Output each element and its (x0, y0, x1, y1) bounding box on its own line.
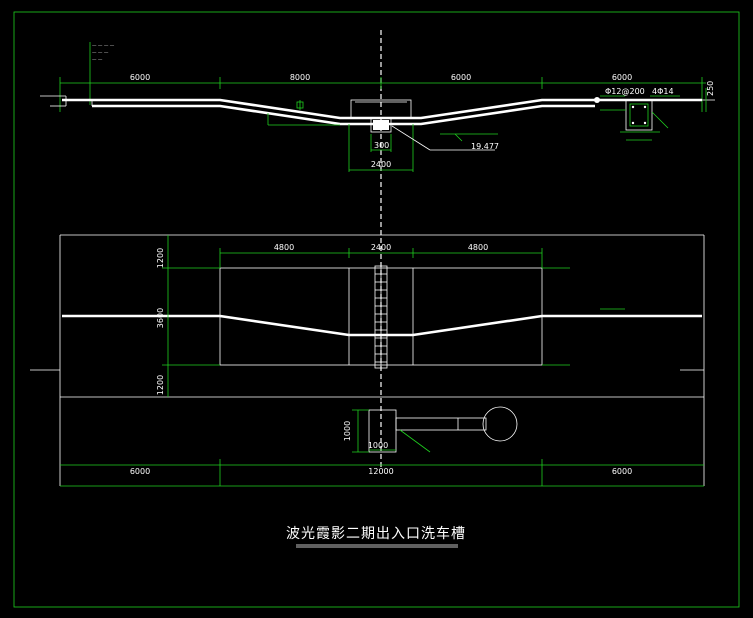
right-dim-label: 250 (706, 81, 715, 96)
section-marker (296, 101, 304, 109)
plan-bottom-dim-label: 6000 (130, 467, 150, 476)
plan-left-dim-label: 1200 (156, 375, 165, 395)
rebar-dots (631, 105, 647, 125)
pit-height-label: 1000 (343, 421, 352, 441)
plan-bottom-dim-label: 12000 (368, 467, 393, 476)
pit-leader (399, 429, 431, 453)
road-surface-bottom (92, 104, 595, 126)
plan-bottom-dim-label: 6000 (612, 467, 632, 476)
drawing-frame (13, 11, 740, 608)
plan-left-dim-label: 3600 (156, 308, 165, 328)
pit-width-label: 1000 (368, 441, 388, 450)
elevation-marker (454, 133, 463, 142)
section-dim-label: 6000 (612, 73, 632, 82)
elevation-leader (391, 125, 431, 151)
drain-pipe (395, 417, 487, 431)
rebar-left-label: Φ12@200 (605, 87, 645, 96)
plan-dim-label: 4800 (274, 243, 294, 252)
drain-pipe-icon (594, 97, 600, 103)
section-dim-label: 6000 (130, 73, 150, 82)
plan-view: 4800 2400 4800 1200 3600 1200 1000 1000 (30, 234, 705, 487)
trench-pit (370, 117, 392, 133)
section-dim-label: 6000 (451, 73, 471, 82)
section-view: — — — — — — — — — 6000 8000 6000 6000 25… (40, 42, 715, 172)
manhole-icon (482, 406, 518, 442)
detail-box (625, 99, 653, 131)
settling-pit (368, 409, 397, 453)
drawing-title: 波光霞影二期出入口洗车槽 (286, 525, 466, 542)
elevation-label: 19.477 (471, 142, 499, 151)
section-note-line: — — — (92, 51, 109, 56)
plan-left-dim-label: 1200 (156, 248, 165, 268)
pit-width-label: 300 (374, 141, 389, 150)
detail-leader (651, 111, 669, 129)
trench-fill (373, 120, 389, 130)
plan-dim-label: 2400 (371, 243, 391, 252)
detail-inner (629, 103, 649, 127)
section-note-line: — — (92, 58, 103, 63)
section-dim-label: 8000 (290, 73, 310, 82)
trench-width-label: 2400 (371, 160, 391, 169)
section-note-line: — — — — (92, 44, 115, 49)
road-surface-top (62, 98, 702, 120)
rebar-right-label: 4Φ14 (652, 87, 674, 96)
grating-column (374, 265, 388, 369)
plan-dim-label: 4800 (468, 243, 488, 252)
